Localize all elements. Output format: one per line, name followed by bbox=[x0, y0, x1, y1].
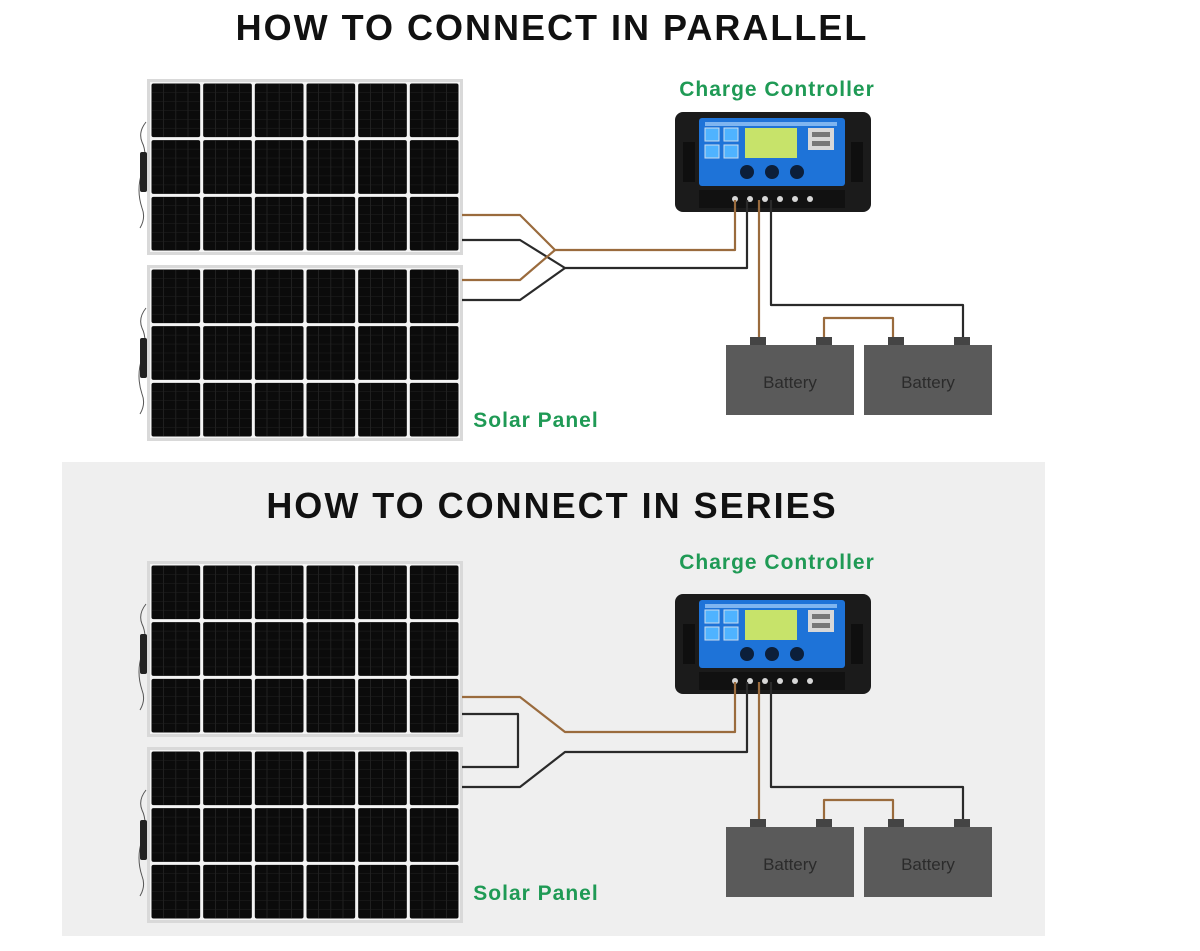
battery-terminal-negative bbox=[816, 819, 832, 827]
battery-terminal-positive bbox=[750, 819, 766, 827]
status-icon bbox=[704, 144, 720, 159]
battery-body bbox=[726, 827, 854, 897]
status-icon bbox=[723, 626, 739, 641]
status-icon bbox=[723, 144, 739, 159]
terminal-screw bbox=[762, 196, 768, 202]
series-panel-label: Solar Panel bbox=[473, 882, 598, 905]
terminal-screw bbox=[777, 678, 783, 684]
terminal-screw bbox=[807, 678, 813, 684]
controller-side-left bbox=[683, 624, 695, 664]
parallel-controller-label: Charge Controller bbox=[679, 78, 875, 101]
controller-header-strip bbox=[705, 122, 837, 126]
terminal-screw bbox=[747, 196, 753, 202]
status-icon bbox=[723, 609, 739, 624]
usb-slot bbox=[812, 141, 830, 146]
parallel-title: HOW TO CONNECT IN PARALLEL bbox=[236, 7, 869, 48]
terminal-screw bbox=[732, 678, 738, 684]
usb-slot bbox=[812, 623, 830, 628]
lcd-screen bbox=[745, 610, 797, 640]
panel-wire-negative bbox=[462, 267, 566, 302]
solar-panel-bottom bbox=[138, 265, 463, 441]
junction-box bbox=[140, 152, 147, 192]
junction-box bbox=[140, 634, 147, 674]
series-battery-1-label: Battery bbox=[763, 855, 817, 874]
panel-wire-negative bbox=[462, 682, 749, 789]
status-icon bbox=[723, 127, 739, 142]
battery-body bbox=[864, 827, 992, 897]
lcd-screen bbox=[745, 128, 797, 158]
terminal-screw bbox=[762, 678, 768, 684]
panel-backing bbox=[150, 564, 460, 734]
battery-terminal-negative bbox=[816, 337, 832, 345]
battery-terminal-positive bbox=[888, 819, 904, 827]
series-section bbox=[138, 561, 992, 923]
control-button bbox=[765, 165, 779, 179]
battery-terminal-negative bbox=[954, 819, 970, 827]
terminal-screw bbox=[807, 196, 813, 202]
battery-link-wire bbox=[822, 798, 895, 819]
series-link-wire bbox=[462, 712, 520, 769]
controller-side-left bbox=[683, 142, 695, 182]
battery-link-wire bbox=[822, 316, 895, 337]
parallel-battery-2-label: Battery bbox=[901, 373, 955, 392]
control-button bbox=[790, 647, 804, 661]
status-icon bbox=[704, 626, 720, 641]
panel-backing bbox=[150, 268, 460, 438]
controller-side-right bbox=[851, 142, 863, 182]
usb-port-icon bbox=[808, 610, 834, 632]
control-button bbox=[740, 647, 754, 661]
usb-slot bbox=[812, 614, 830, 619]
terminal-screw bbox=[747, 678, 753, 684]
junction-box bbox=[140, 820, 147, 860]
solar-panel-top bbox=[138, 561, 463, 737]
battery-wire-negative bbox=[769, 682, 965, 819]
battery-body bbox=[864, 345, 992, 415]
series-battery-2-label: Battery bbox=[901, 855, 955, 874]
panel-wire-positive bbox=[462, 249, 556, 282]
status-icon bbox=[704, 609, 720, 624]
battery-terminal-positive bbox=[888, 337, 904, 345]
parallel-battery-1-label: Battery bbox=[763, 373, 817, 392]
solar-panel-top bbox=[138, 79, 463, 255]
battery-terminal-negative bbox=[954, 337, 970, 345]
terminal-screw bbox=[732, 196, 738, 202]
series-title: HOW TO CONNECT IN SERIES bbox=[266, 485, 837, 526]
usb-port-icon bbox=[808, 128, 834, 150]
terminal-screw bbox=[792, 196, 798, 202]
battery-2 bbox=[864, 337, 992, 415]
controller-side-right bbox=[851, 624, 863, 664]
terminal-screw bbox=[792, 678, 798, 684]
control-button bbox=[740, 165, 754, 179]
series-controller-label: Charge Controller bbox=[679, 551, 875, 574]
charge-controller-icon bbox=[675, 112, 871, 212]
battery-body bbox=[726, 345, 854, 415]
usb-slot bbox=[812, 132, 830, 137]
status-icon bbox=[704, 127, 720, 142]
panel-backing bbox=[150, 82, 460, 252]
control-button bbox=[790, 165, 804, 179]
battery-1 bbox=[726, 337, 854, 415]
terminal-screw bbox=[777, 196, 783, 202]
charge-controller-icon bbox=[675, 594, 871, 694]
battery-1 bbox=[726, 819, 854, 897]
solar-panel-bottom bbox=[138, 747, 463, 923]
panel-backing bbox=[150, 750, 460, 920]
parallel-section bbox=[138, 79, 992, 441]
junction-box bbox=[140, 338, 147, 378]
panel-wire-positive bbox=[462, 682, 737, 734]
controller-header-strip bbox=[705, 604, 837, 608]
battery-2 bbox=[864, 819, 992, 897]
battery-terminal-positive bbox=[750, 337, 766, 345]
control-button bbox=[765, 647, 779, 661]
battery-wire-negative bbox=[769, 200, 965, 337]
parallel-panel-label: Solar Panel bbox=[473, 409, 598, 432]
